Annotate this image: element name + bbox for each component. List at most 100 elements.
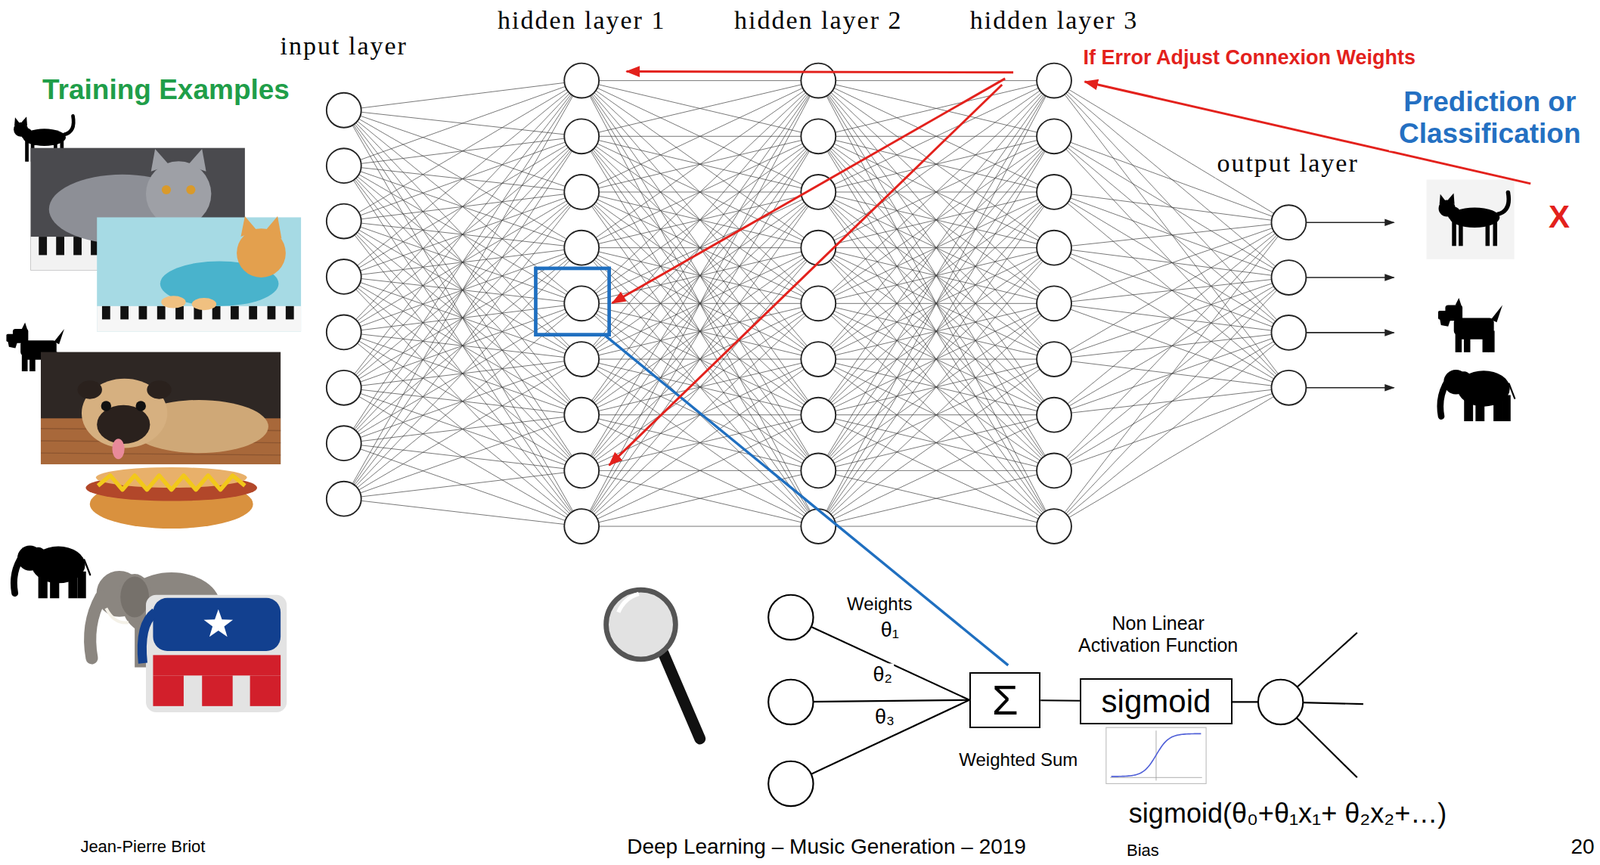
connection-line [344, 110, 582, 416]
neuron [564, 63, 599, 99]
neuron [800, 230, 836, 266]
elephant-ear [120, 576, 149, 618]
connection-line [581, 80, 819, 416]
connection-line [581, 526, 819, 528]
connection-line [344, 192, 582, 500]
keyboard [96, 306, 301, 332]
connection-line [818, 80, 1055, 304]
connection-line [344, 80, 582, 444]
connection-line [581, 80, 819, 360]
connection-line [1054, 222, 1289, 527]
connection-line [581, 248, 819, 527]
connection-line [344, 276, 582, 527]
connection-line [581, 80, 819, 249]
logo-star [203, 609, 233, 638]
connection-line [344, 110, 582, 527]
connection-line [818, 80, 1055, 81]
neuron [564, 230, 599, 266]
connection-line [818, 80, 1055, 137]
connection-line [581, 80, 819, 137]
output-arrow [1305, 331, 1394, 334]
zoom-line [604, 334, 1008, 666]
black-key [38, 236, 47, 255]
node-text: sigmoid [1101, 684, 1212, 720]
neuron [326, 314, 362, 350]
connection-line [581, 192, 819, 527]
connection-line [818, 303, 1055, 527]
mustard [98, 475, 245, 490]
author: Jean-Pierre Briot [78, 837, 207, 856]
connection-line [581, 80, 819, 304]
connection-line [344, 331, 582, 527]
connection-line [344, 499, 582, 527]
connection-line [581, 80, 819, 527]
neuron [564, 285, 599, 321]
pug-eye [135, 400, 146, 411]
input-neuron [768, 595, 813, 640]
elephant-icon-part [83, 559, 90, 575]
logo-leg [152, 675, 183, 706]
dog-icon-part [1439, 318, 1452, 327]
connection-line [344, 165, 582, 471]
black-key [175, 306, 184, 320]
logo-leg [201, 675, 233, 706]
dog-icon [1438, 297, 1503, 353]
connection-line [581, 192, 819, 527]
elephant-photo-part [89, 596, 101, 658]
connection-line [1054, 192, 1289, 333]
cat-icon-part [21, 116, 28, 126]
pug-ear [146, 380, 171, 399]
connection-line [344, 387, 582, 527]
cat-paw [192, 297, 217, 311]
connection-line [1054, 387, 1289, 527]
magnifier-glass [606, 589, 676, 660]
black-key [139, 306, 148, 320]
connection-line [818, 80, 1055, 472]
neuron [1036, 174, 1072, 210]
connection-line [344, 80, 582, 333]
connection-line [1054, 222, 1289, 360]
neuron [1271, 260, 1306, 295]
connection-line [344, 136, 582, 499]
black-key [157, 306, 166, 320]
layer-label: hidden layer 2 [732, 5, 905, 35]
neuron [326, 204, 362, 239]
plot-axis [1110, 777, 1202, 779]
neuron [564, 452, 599, 488]
elephant-icon-part [68, 573, 78, 599]
elephant-icon-part [77, 571, 87, 599]
pug-photo [40, 352, 281, 465]
connection-line [344, 359, 582, 500]
connection-line [581, 80, 819, 193]
connection-line [344, 80, 582, 167]
connection-line [581, 80, 819, 304]
connection-line [818, 248, 1055, 527]
elephant-icon-part [38, 573, 48, 599]
weight-line [790, 617, 970, 700]
connection-line [581, 303, 819, 527]
connection-line [818, 248, 1055, 527]
magnifier-icon [606, 589, 701, 739]
neuron [1271, 204, 1306, 240]
connection-line [581, 136, 819, 527]
connection-line [1054, 248, 1289, 388]
connection-line [581, 80, 819, 193]
neuron [800, 118, 836, 154]
weight-symbol: θ₁ [879, 618, 901, 642]
connection-line [818, 80, 1055, 416]
connection-line [344, 165, 582, 527]
connection-line [581, 80, 819, 137]
weight-line [790, 700, 970, 703]
connection-line [344, 470, 582, 499]
output-neuron [1258, 679, 1303, 725]
neuron [564, 174, 599, 210]
connection-line [818, 470, 1055, 527]
connection-line [581, 136, 819, 527]
connection-line [1054, 332, 1289, 527]
sum-box: Σ [969, 672, 1041, 729]
photo-background [40, 352, 281, 465]
elephant-icon [13, 545, 90, 599]
connection-line [344, 80, 582, 222]
